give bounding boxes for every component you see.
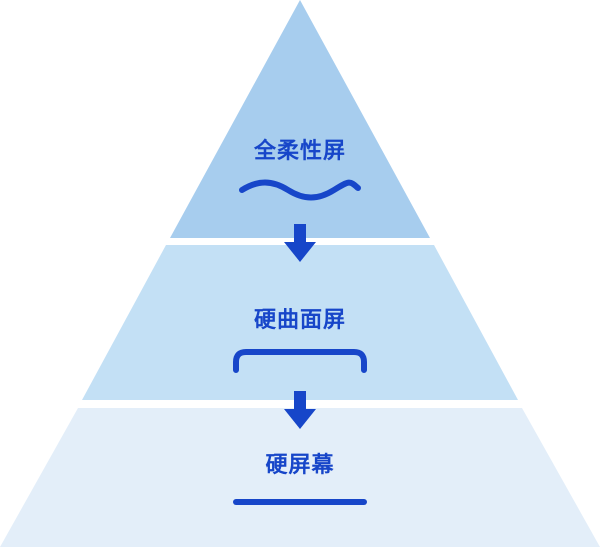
tier-label-middle: 硬曲面屏 — [253, 308, 346, 333]
tier-label-top: 全柔性屏 — [253, 139, 346, 164]
curved-bracket-icon — [233, 349, 367, 373]
pyramid-tier-bottom — [0, 408, 600, 547]
arrow-down-icon — [284, 391, 316, 429]
arrow-down-icon — [284, 224, 316, 262]
pyramid-tier-middle — [82, 245, 518, 400]
tier-label-bottom: 硬屏幕 — [265, 453, 335, 478]
pyramid-tier-top — [170, 0, 430, 238]
wave-line-icon — [239, 179, 361, 201]
